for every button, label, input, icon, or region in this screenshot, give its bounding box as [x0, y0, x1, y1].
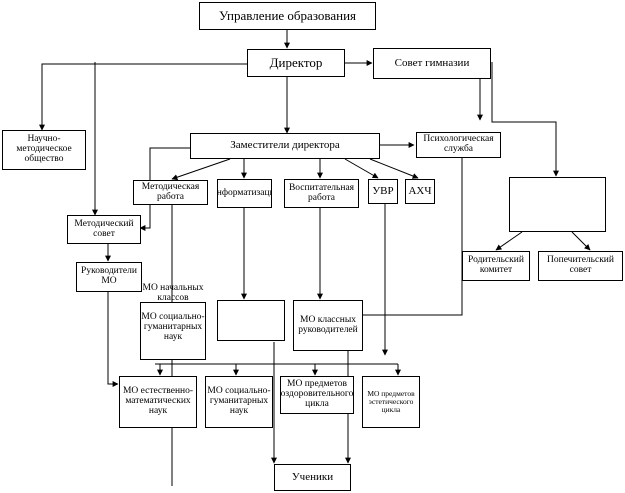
node-education-department-label: Управление образования — [218, 8, 357, 24]
node-ahch: АХЧ — [405, 179, 435, 204]
node-education-department: Управление образования — [199, 2, 376, 30]
node-mo-humanities-label: МО социально-гуманитарных наук — [207, 386, 271, 416]
node-parent-committee: Родительский комитет — [462, 251, 530, 281]
node-students-label: Ученики — [291, 470, 334, 483]
edge-box-parents — [495, 231, 523, 251]
node-director-label: Директор — [269, 55, 323, 71]
edge-deputies-ahch — [369, 158, 419, 179]
edge-director-society — [39, 63, 247, 131]
node-scientific-society: Научно-методическое общество — [2, 130, 86, 170]
node-methodical-work: Методическая работа — [133, 180, 208, 205]
node-educational-work-label: Воспитательная работа — [288, 182, 355, 203]
node-psychological-service-label: Психологическая служба — [423, 134, 494, 154]
node-deputy-directors-label: Заместители директора — [230, 139, 340, 152]
edge-council-emptybox — [491, 62, 559, 177]
node-deputy-directors: Заместители директора — [190, 133, 380, 159]
node-gymnasium-council-label: Совет гимназии — [394, 56, 470, 69]
node-parent-committee-label: Родительский комитет — [468, 255, 524, 275]
node-information-technology-label: Информатизация — [217, 187, 271, 198]
node-mo-health-label: МО предметов оздоровительного цикла — [280, 379, 354, 409]
edge-deputies-methodical — [171, 158, 231, 181]
node-uvr: УВР — [368, 179, 398, 204]
node-mo-heads-label: Руководители МО — [81, 266, 137, 286]
node-mo-heads: Руководители МО — [76, 262, 142, 292]
node-board-of-trustees-label: Попечительский совет — [547, 255, 614, 275]
node-director: Директор — [247, 49, 345, 77]
node-mo-natural-math-label: МО естественно-математических наук — [122, 386, 194, 416]
node-methodical-council-label: Методический совет — [74, 218, 134, 239]
node-information-technology: Информатизация — [217, 179, 272, 208]
node-empty-top-right — [509, 177, 606, 232]
node-empty-middle — [217, 300, 285, 341]
node-students: Ученики — [274, 464, 351, 491]
node-mo-humanities: МО социально-гуманитарных наук — [205, 376, 273, 428]
node-mo-aesthetic: МО предметов эстетического цикла — [362, 376, 420, 428]
node-uvr-label: УВР — [372, 184, 394, 197]
node-mo-aesthetic-label: МО предметов эстетического цикла — [367, 389, 415, 414]
edge-deputies-uvr — [344, 158, 379, 179]
node-mo-primary-label: МО начальных классов — [142, 283, 204, 303]
node-educational-work: Воспитательная работа — [284, 179, 359, 208]
edge-mo-heads-bus — [107, 292, 119, 387]
node-gymnasium-council: Совет гимназии — [373, 48, 491, 79]
node-methodical-council: Методический совет — [67, 215, 141, 244]
node-board-of-trustees: Попечительский совет — [538, 251, 623, 281]
node-ahch-label: АХЧ — [408, 184, 432, 197]
node-mo-natural-math: МО естественно-математических наук — [119, 376, 197, 428]
node-mo-class-teachers: МО классных руководителей — [293, 300, 363, 351]
node-mo-health: МО предметов оздоровительного цикла — [280, 376, 354, 414]
node-mo-primary: МО начальных классов — [140, 276, 206, 312]
node-mo-humanities-upper-label: МО социально-гуманитарных наук — [141, 312, 205, 342]
node-methodical-work-label: Методическая работа — [141, 181, 200, 202]
node-psychological-service: Психологическая служба — [416, 132, 501, 158]
node-mo-humanities-upper: МО социально-гуманитарных наук — [140, 302, 206, 360]
node-mo-class-teachers-label: МО классных руководителей — [298, 314, 358, 335]
node-scientific-society-label: Научно-методическое общество — [16, 134, 72, 164]
edge-box-trustees — [571, 231, 591, 251]
